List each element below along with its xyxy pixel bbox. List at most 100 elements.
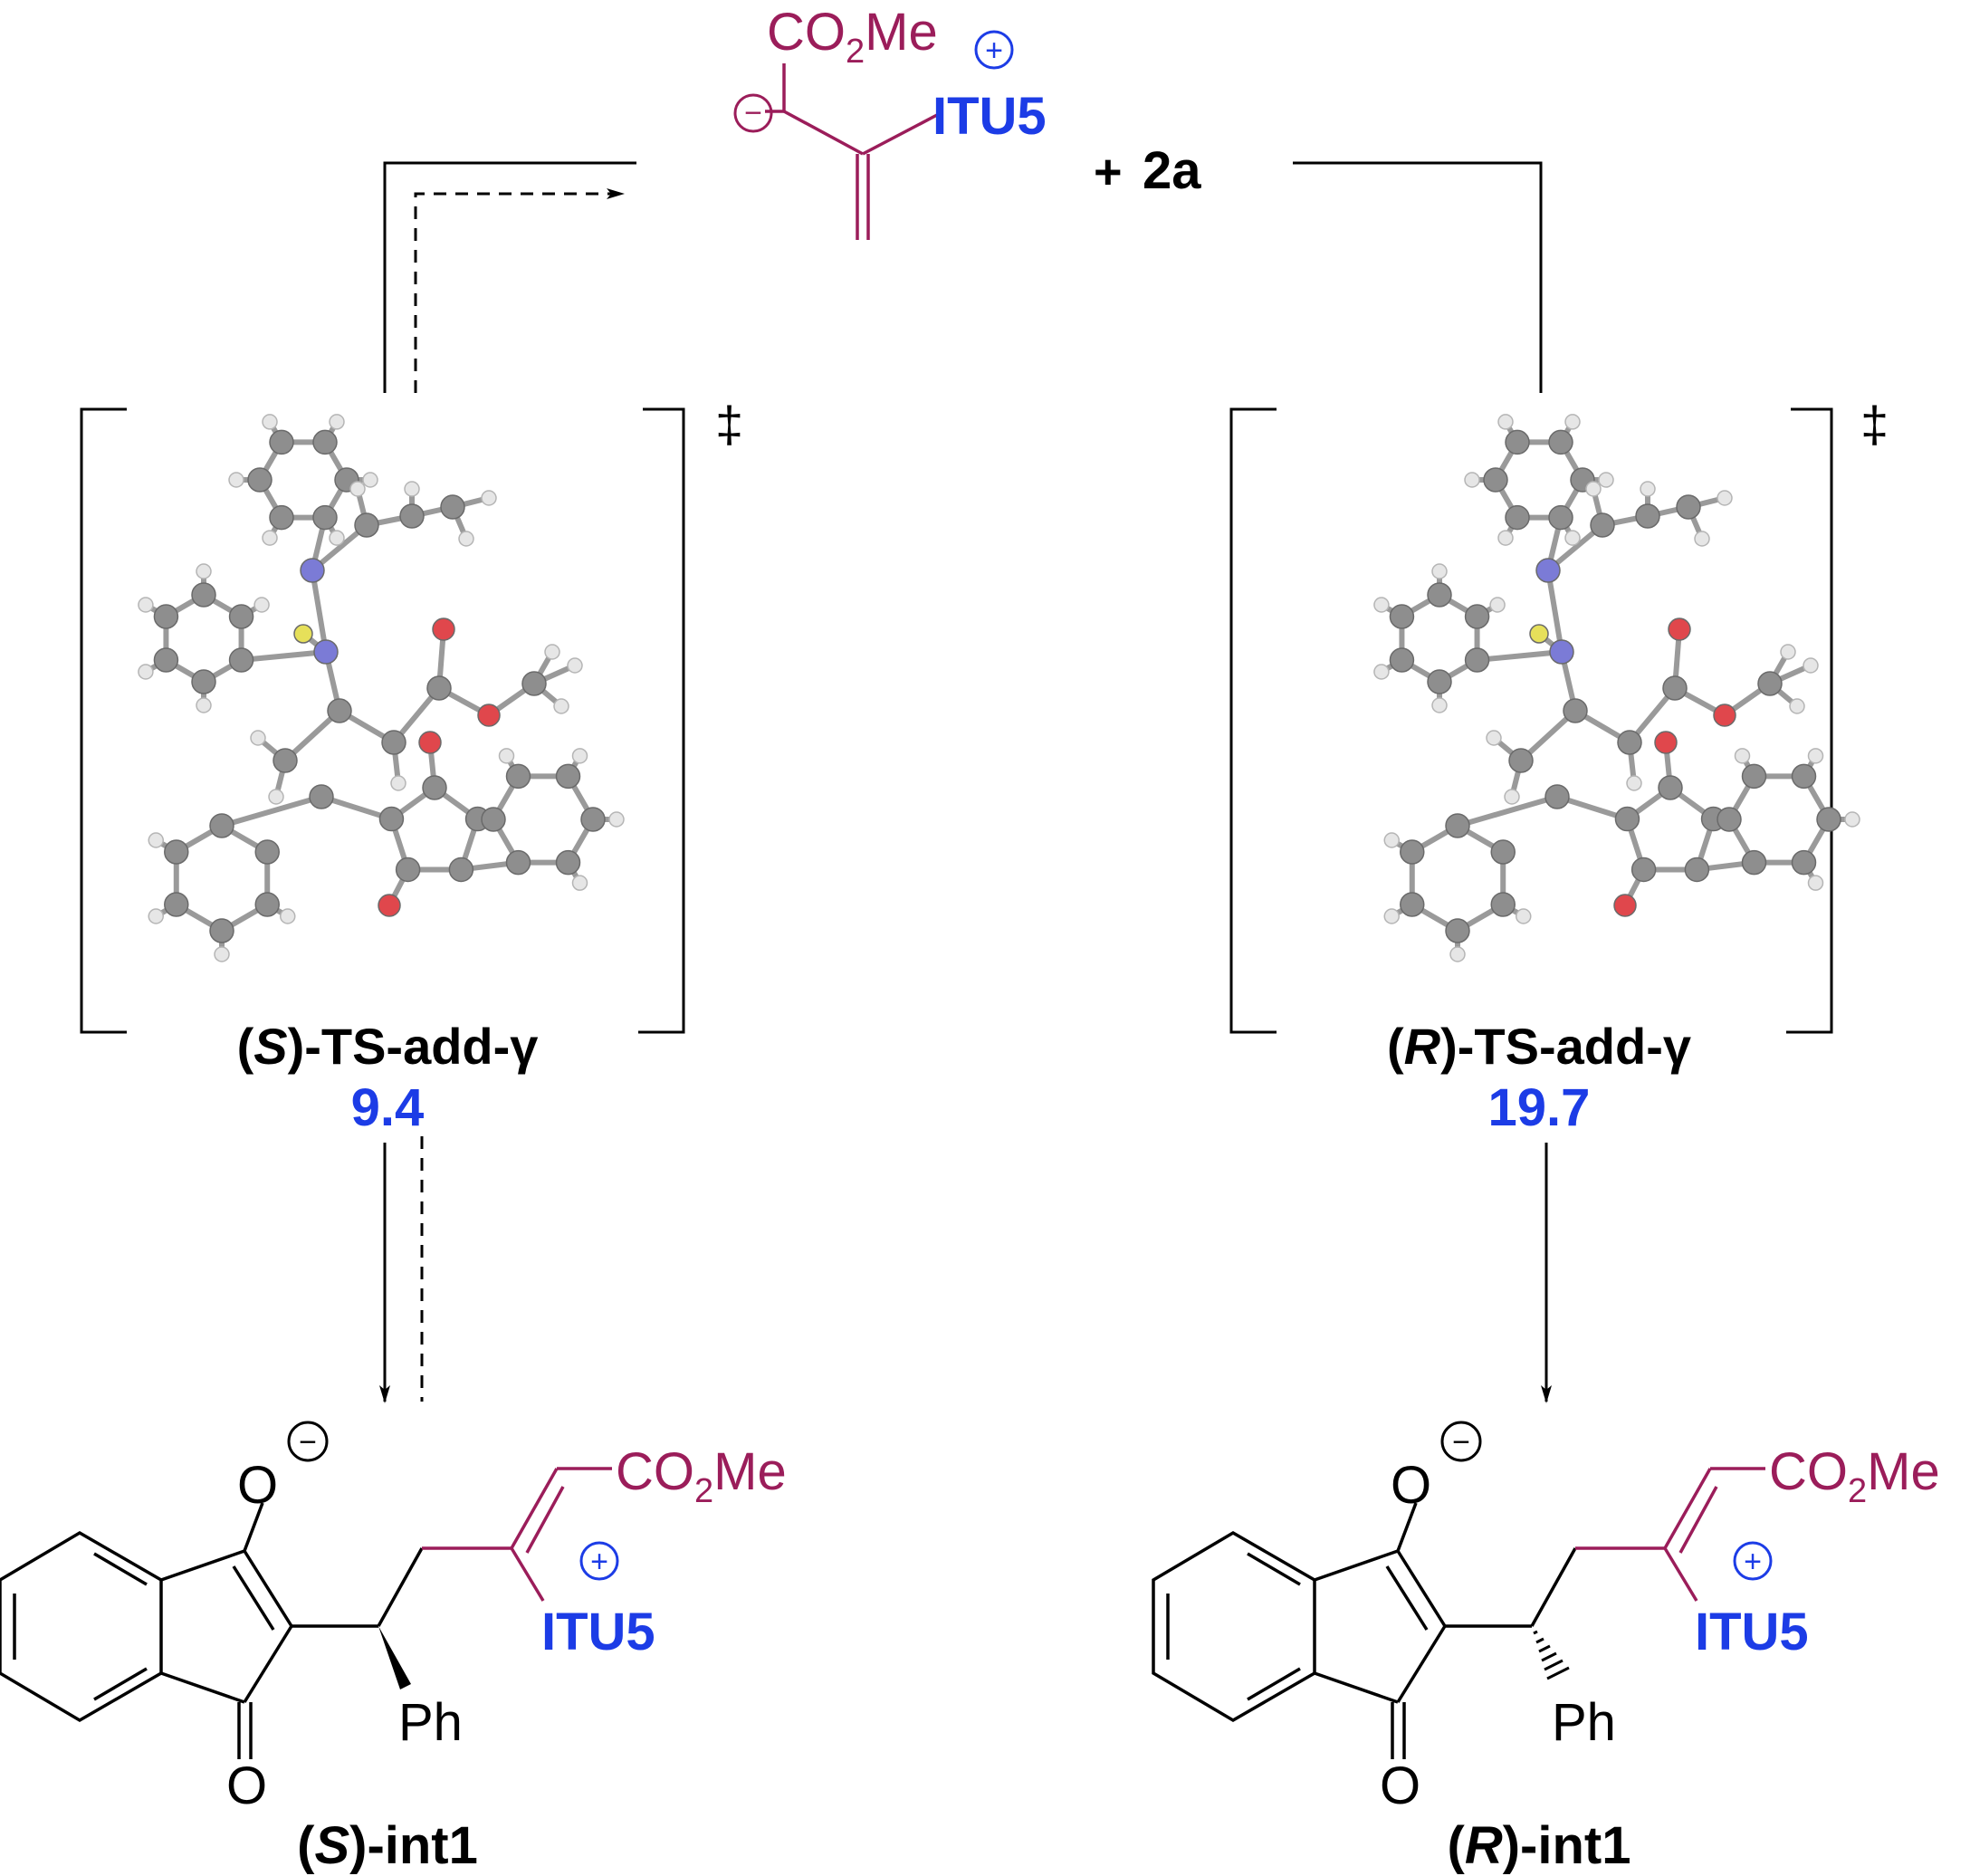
hydrogen-atom <box>1383 832 1401 848</box>
carbon-atom <box>580 807 606 832</box>
carbon-atom <box>1635 503 1660 529</box>
carbon-atom <box>228 604 254 629</box>
product-left-wedge <box>378 1626 411 1689</box>
hydrogen-atom <box>571 875 588 891</box>
oxygen-atom <box>1668 617 1691 641</box>
hydrogen-atom <box>571 748 588 764</box>
ts-left-label: (S)-TS-add-γ <box>237 1018 539 1075</box>
hydrogen-atom <box>228 472 244 488</box>
nitrogen-atom <box>1549 639 1574 665</box>
carbon-atom <box>1427 582 1452 608</box>
reactant-bonds <box>765 63 938 240</box>
ts-right-3d-model <box>1373 414 1860 962</box>
svg-text:+: + <box>590 1545 608 1579</box>
reactant-ester-label: CO2Me <box>767 3 938 71</box>
carbon-atom <box>247 467 273 493</box>
carbon-atom <box>269 504 294 531</box>
product-left-minus-charge: − <box>287 1421 329 1462</box>
hydrogen-atom <box>1373 664 1390 680</box>
product-right: O − O Ph CO2Me + ITU5 (R)-int1 <box>1152 1421 1940 1875</box>
carbon-atom <box>1590 512 1615 538</box>
oxygen-atom <box>418 731 442 754</box>
product-left-bonds <box>0 1502 424 1759</box>
hydrogen-atom <box>567 657 583 674</box>
carbon-atom <box>354 512 379 538</box>
hydrogen-atom <box>138 664 154 680</box>
hydrogen-atom <box>196 563 212 579</box>
carbon-atom <box>1563 698 1588 723</box>
model-bond <box>1474 649 1564 663</box>
carbon-atom <box>273 748 298 773</box>
model-bonds <box>1378 418 1855 957</box>
hydrogen-atom <box>1504 789 1520 805</box>
carbon-atom <box>1445 918 1470 943</box>
carbon-atom <box>254 839 280 865</box>
hydrogen-atom <box>1717 490 1733 506</box>
hydrogen-atom <box>1807 748 1824 764</box>
carbon-atom <box>153 604 179 629</box>
hydrogen-atom <box>1640 481 1656 497</box>
oxygen-atom <box>1713 704 1736 727</box>
svg-text:−: − <box>744 96 762 130</box>
hydrogen-atom <box>1789 698 1805 714</box>
product-left-ester: CO2Me <box>616 1442 787 1510</box>
model-bond <box>1455 794 1560 828</box>
svg-text:+: + <box>985 34 1003 68</box>
oxygen-atom <box>432 617 455 641</box>
carbon-atom <box>1389 647 1415 673</box>
hydrogen-atom <box>553 698 569 714</box>
hydrogen-atom <box>196 697 212 713</box>
carbon-atom <box>1614 806 1640 832</box>
carbon-atom <box>1508 748 1534 773</box>
hydrogen-atom <box>1431 697 1448 713</box>
plus-sign: + <box>1094 145 1123 199</box>
right-solid-path <box>1293 161 1543 393</box>
hydrogen-atom <box>1497 530 1514 546</box>
hydrogen-atom <box>1373 597 1390 613</box>
hydrogen-atom <box>1564 530 1581 546</box>
hydrogen-atom <box>138 597 154 613</box>
model-bond <box>310 568 329 655</box>
pathway-lines <box>383 161 1543 393</box>
hydrogen-atom <box>1807 875 1824 891</box>
carbon-atom <box>191 582 216 608</box>
hydrogen-atom <box>1626 775 1642 791</box>
hydrogen-atom <box>1598 472 1614 488</box>
carbon-atom <box>191 669 216 694</box>
hydrogen-atom <box>1383 908 1401 924</box>
carbon-atom <box>1617 730 1642 755</box>
product-right-minus-charge: − <box>1440 1421 1482 1462</box>
sulfur-atom <box>1529 624 1549 644</box>
left-ts-brackets <box>80 407 685 1034</box>
reactant-minus-charge: − <box>733 93 773 133</box>
product-right-ester: CO2Me <box>1769 1442 1940 1510</box>
hydrogen-atom <box>253 597 270 613</box>
carbon-atom <box>426 675 452 701</box>
carbon-atom <box>1464 647 1490 673</box>
carbon-atom <box>505 849 531 876</box>
carbon-atom <box>1741 763 1767 790</box>
hydrogen-atom <box>458 531 474 547</box>
carbon-atom <box>1490 892 1516 917</box>
carbon-atom <box>1464 604 1490 629</box>
carbon-atom <box>521 671 547 696</box>
oxygen-atom <box>1654 731 1678 754</box>
carbon-atom <box>254 892 280 917</box>
carbon-atom <box>164 892 189 917</box>
carbon-atom <box>1791 763 1817 790</box>
carbon-atom <box>1741 849 1767 876</box>
nitrogen-atom <box>313 639 339 665</box>
ts-left-energy: 9.4 <box>351 1078 425 1137</box>
hydrogen-atom <box>362 472 378 488</box>
hydrogen-atom <box>250 730 266 746</box>
carbon-atom <box>422 775 447 800</box>
hydrogen-atom <box>1431 563 1448 579</box>
product-right-o-bottom: O <box>1380 1756 1420 1815</box>
hydrogen-atom <box>349 481 366 497</box>
hydrogen-atom <box>1844 811 1860 828</box>
carbon-atom <box>1717 807 1742 832</box>
carbon-atom <box>1544 784 1570 809</box>
carbon-atom <box>555 763 581 790</box>
hydrogen-atom <box>148 908 165 924</box>
